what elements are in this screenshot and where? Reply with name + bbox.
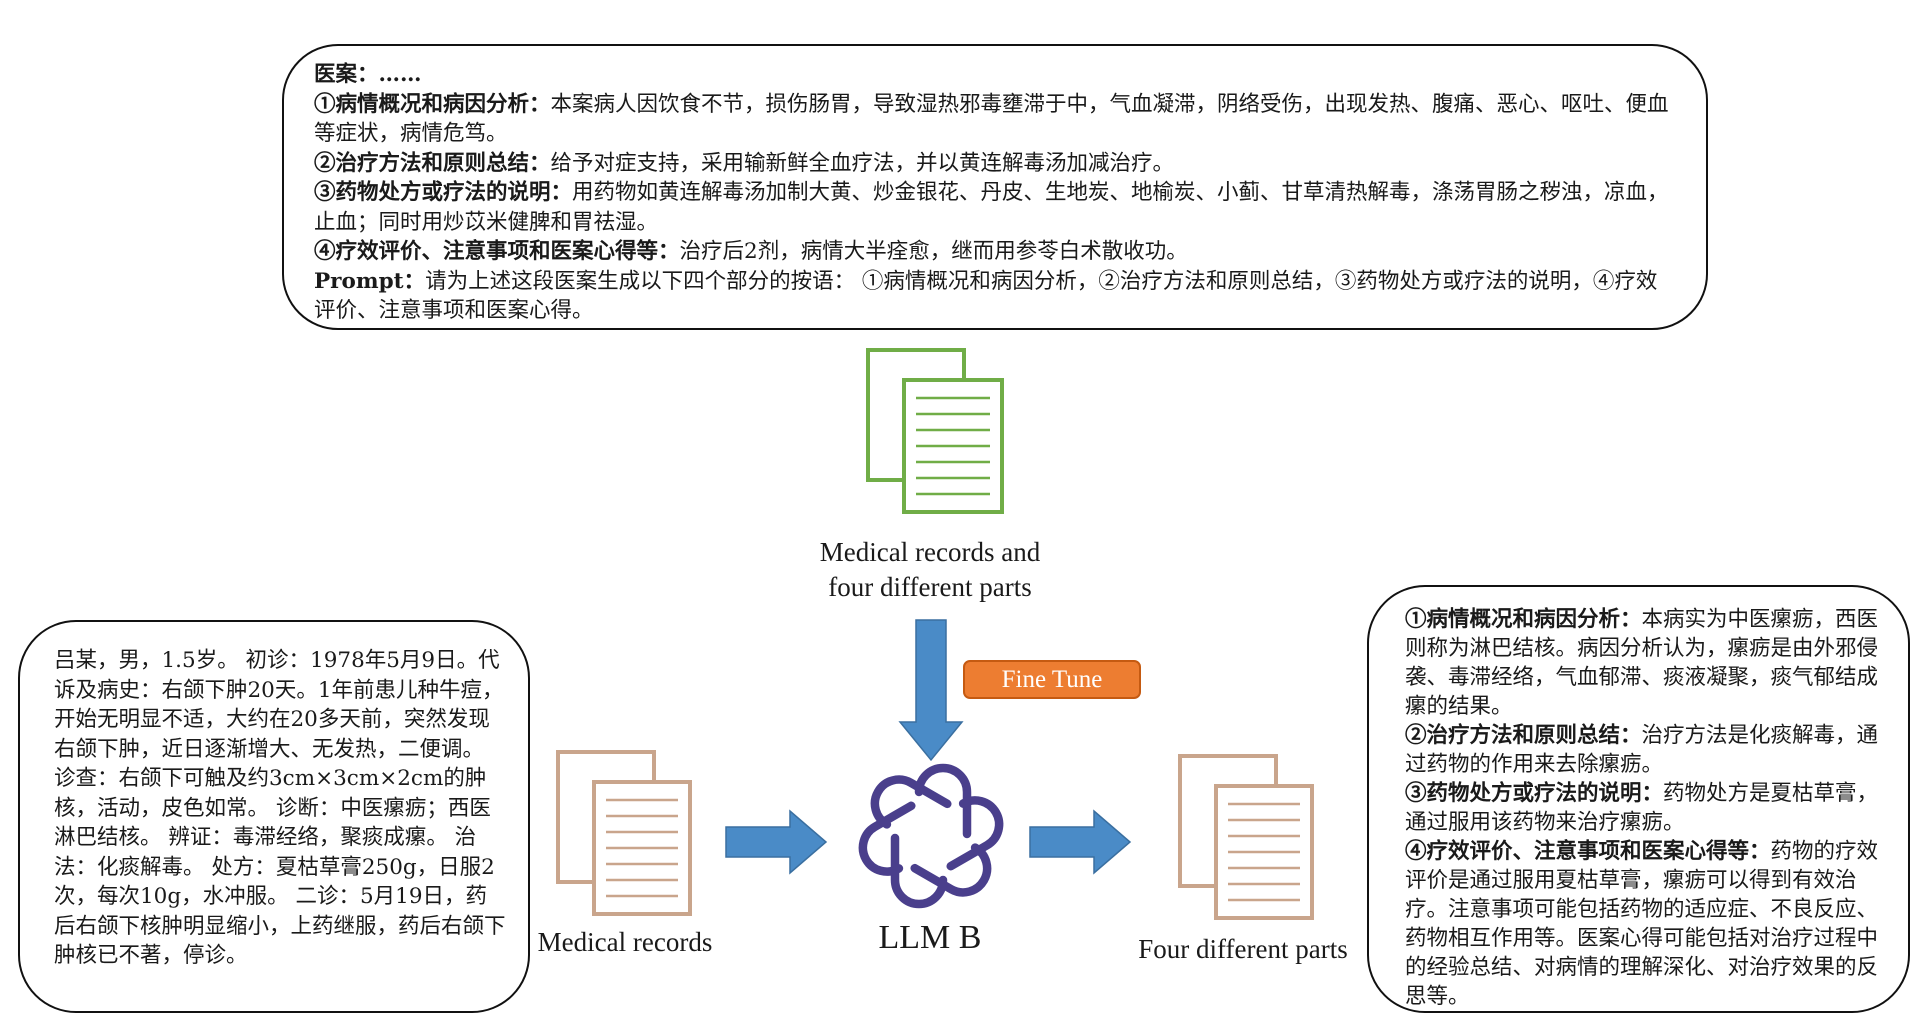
right-item-4-label: ④疗效评价、注意事项和医案心得等： <box>1405 839 1771 864</box>
four-parts-label: Four different parts <box>1138 934 1348 964</box>
arrow-right-icon <box>725 809 828 875</box>
top-item-2-text: 给予对症支持，采用输新鲜全血疗法，并以黄连解毒汤加减治疗。 <box>550 150 1175 176</box>
right-item-1-label: ①病情概况和病因分析： <box>1405 607 1642 632</box>
top-text-box: 医案：…… ①病情概况和病因分析：本案病人因饮食不节，损伤肠胃，导致湿热邪毒壅滞… <box>282 44 1708 330</box>
right-item-4-text: 药物的疗效评价是通过服用夏枯草膏，瘰疬可以得到有效治疗。注意事项可能包括药物的适… <box>1405 839 1879 1009</box>
right-item-3: ③药物处方或疗法的说明：药物处方是夏枯草膏，通过服用该药物来治疗瘰疬。 <box>1405 779 1892 837</box>
right-item-2-label: ②治疗方法和原则总结： <box>1405 723 1642 748</box>
medical-record-text: 吕某，男，1.5岁。 初诊：1978年5月9日。代诉及病史：右颌下肿20天。1年… <box>54 648 506 968</box>
right-item-1: ①病情概况和病因分析：本病实为中医瘰疬，西医则称为淋巴结核。病因分析认为，瘰疬是… <box>1405 605 1892 721</box>
top-item-3-text: 用药物如黄连解毒汤加制大黄、炒金银花、丹皮、生地炭、地榆炭、小蓟、甘草清热解毒，… <box>314 180 1669 235</box>
top-item-3-label: ③药物处方或疗法的说明： <box>314 180 573 205</box>
right-item-2-text: 治疗方法是化痰解毒，通过药物的作用来去除瘰疬。 <box>1405 723 1879 777</box>
top-box-title: 医案：…… <box>314 62 422 87</box>
top-item-1: ①病情概况和病因分析：本案病人因饮食不节，损伤肠胃，导致湿热邪毒壅滞于中，气血凝… <box>314 90 1676 149</box>
medical-records-label: Medical records <box>537 927 713 957</box>
fine-tune-badge: Fine Tune <box>963 660 1141 699</box>
top-item-1-text: 本案病人因饮食不节，损伤肠胃，导致湿热邪毒壅滞于中，气血凝滞，阴络受伤，出现发热… <box>314 91 1669 147</box>
right-item-3-label: ③药物处方或疗法的说明： <box>1405 781 1664 806</box>
four-parts-box: ①病情概况和病因分析：本病实为中医瘰疬，西医则称为淋巴结核。病因分析认为，瘰疬是… <box>1367 585 1910 1013</box>
medical-record-box: 吕某，男，1.5岁。 初诊：1978年5月9日。代诉及病史：右颌下肿20天。1年… <box>18 620 530 1013</box>
arrow-right-icon-2 <box>1029 809 1132 875</box>
top-item-3: ③药物处方或疗法的说明：用药物如黄连解毒汤加制大黄、炒金银花、丹皮、生地炭、地榆… <box>314 178 1676 237</box>
llm-logo-icon <box>858 763 1004 909</box>
right-item-2: ②治疗方法和原则总结：治疗方法是化痰解毒，通过药物的作用来去除瘰疬。 <box>1405 721 1892 779</box>
top-item-4-text: 治疗后2剂，病情大半痊愈，继而用参苓白术散收功。 <box>679 239 1188 264</box>
top-item-4: ④疗效评价、注意事项和医案心得等：治疗后2剂，病情大半痊愈，继而用参苓白术散收功… <box>314 237 1676 267</box>
prompt-line: Prompt：请为上述这段医案生成以下四个部分的按语： ①病情概况和病因分析，②… <box>314 267 1676 326</box>
document-icon-brown-left <box>556 750 692 916</box>
top-item-4-label: ④疗效评价、注意事项和医案心得等： <box>314 239 680 264</box>
prompt-text: 请为上述这段医案生成以下四个部分的按语： ①病情概况和病因分析，②治疗方法和原则… <box>314 268 1658 324</box>
right-item-3-text: 药物处方是夏枯草膏，通过服用该药物来治疗瘰疬。 <box>1405 781 1879 835</box>
llm-label: LLM B <box>878 919 982 956</box>
document-icon-brown-right <box>1178 754 1314 920</box>
top-doc-label: Medical records and four different parts <box>780 535 1080 605</box>
arrow-down-icon <box>898 619 964 762</box>
top-item-2-label: ②治疗方法和原则总结： <box>314 150 551 176</box>
prompt-label: Prompt： <box>314 268 426 294</box>
right-item-1-text: 本病实为中医瘰疬，西医则称为淋巴结核。病因分析认为，瘰疬是由外邪侵袭、毒滞经络，… <box>1405 607 1879 719</box>
top-doc-label-line1: Medical records and <box>819 537 1041 567</box>
top-item-2: ②治疗方法和原则总结：给予对症支持，采用输新鲜全血疗法，并以黄连解毒汤加减治疗。 <box>314 149 1676 179</box>
right-item-4: ④疗效评价、注意事项和医案心得等：药物的疗效评价是通过服用夏枯草膏，瘰疬可以得到… <box>1405 837 1892 1011</box>
document-icon-green <box>866 348 1004 514</box>
top-doc-label-line2: four different parts <box>828 572 1032 602</box>
top-item-1-label: ①病情概况和病因分析： <box>314 91 551 117</box>
